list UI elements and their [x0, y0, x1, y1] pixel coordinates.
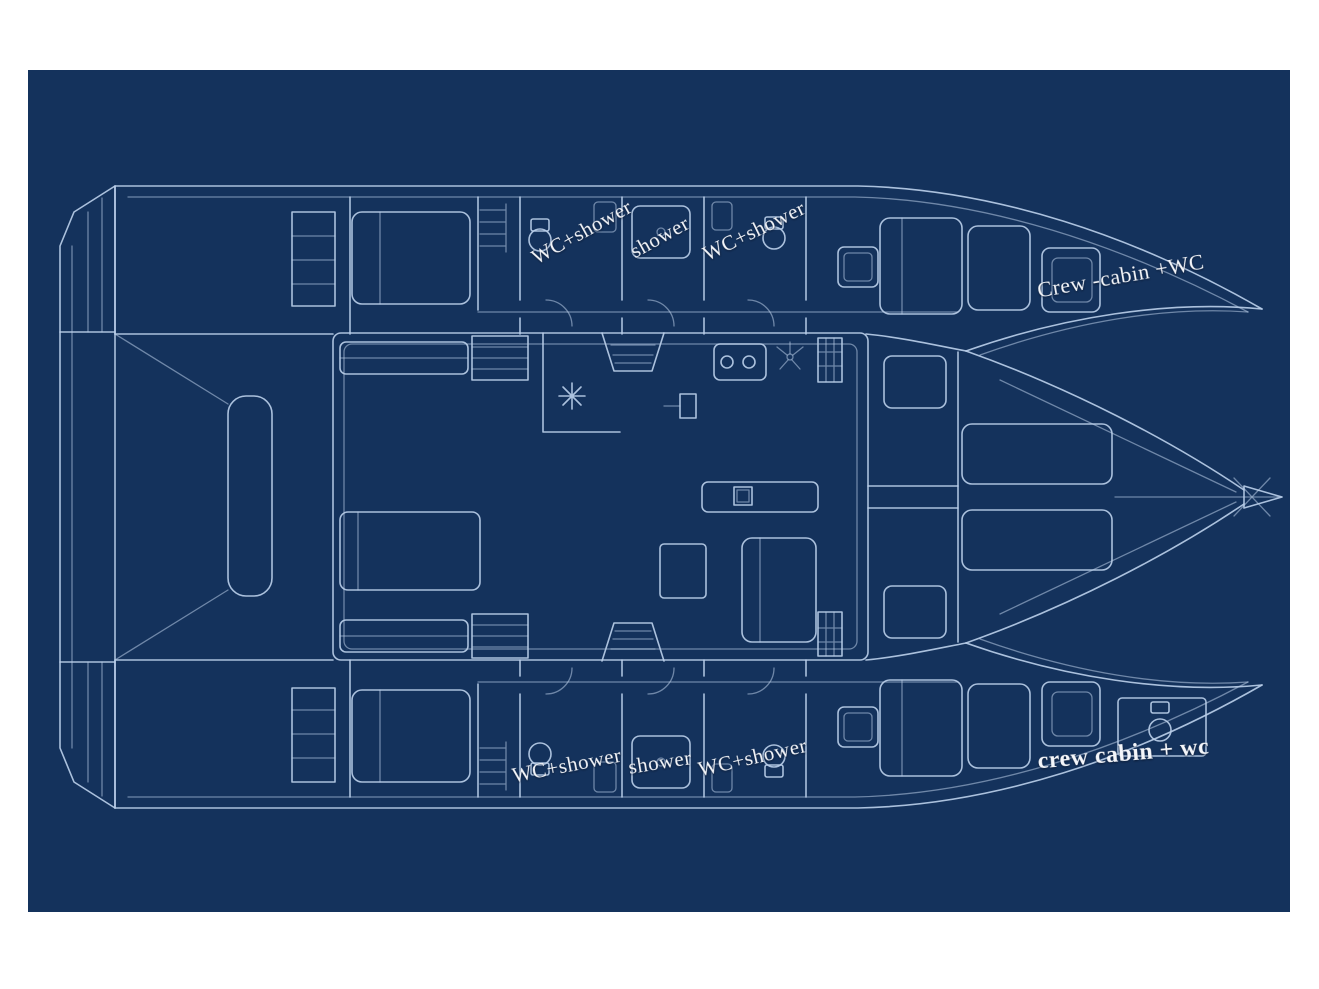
- crew-cabin-berth: [967, 225, 1031, 311]
- sink-counter: [663, 393, 697, 419]
- ac-vent-icon: [558, 382, 586, 410]
- vent-grate: [817, 337, 843, 383]
- deck-hatch-icon: [837, 246, 879, 288]
- sink-icon: [593, 201, 617, 233]
- cockpit-bench: [291, 211, 336, 307]
- settee: [741, 537, 817, 643]
- berth-aft: [351, 211, 471, 305]
- sink-icon: [711, 201, 733, 231]
- shower-tray-icon: [631, 205, 691, 259]
- stove-icon: [713, 343, 767, 381]
- berth-forward: [879, 217, 963, 315]
- saloon: [332, 332, 869, 661]
- blueprint-background: [28, 70, 1290, 912]
- saloon-sofa: [339, 511, 481, 591]
- bow-cross-brace: [1233, 477, 1271, 517]
- helm-seat: [883, 355, 947, 409]
- plant-icon: [776, 341, 804, 370]
- hull-stairs: [471, 335, 529, 381]
- toilet-icon: [1148, 701, 1172, 742]
- toilet-icon: [762, 216, 786, 250]
- shelf-ladder: [479, 203, 507, 253]
- crew-cabin-hatch-icon: [1041, 247, 1101, 313]
- transom-step-line: [114, 333, 229, 405]
- crew-wc: [1117, 697, 1207, 757]
- saloon-table: [659, 543, 707, 599]
- cockpit: [227, 395, 273, 597]
- galley-partition: [542, 332, 621, 433]
- trampoline-lines: [999, 379, 1237, 615]
- foredeck-sunpad: [961, 423, 1113, 485]
- bow-inner-edge: [965, 350, 1245, 491]
- bowsprit: [1243, 485, 1283, 509]
- top-hull: [114, 185, 1263, 491]
- companionway-steps: [601, 332, 665, 372]
- galley-island: [701, 481, 819, 513]
- saloon-bench: [339, 341, 469, 375]
- foredeck: [957, 351, 1283, 643]
- toilet-icon: [528, 218, 552, 252]
- cockpit-table: [227, 395, 273, 597]
